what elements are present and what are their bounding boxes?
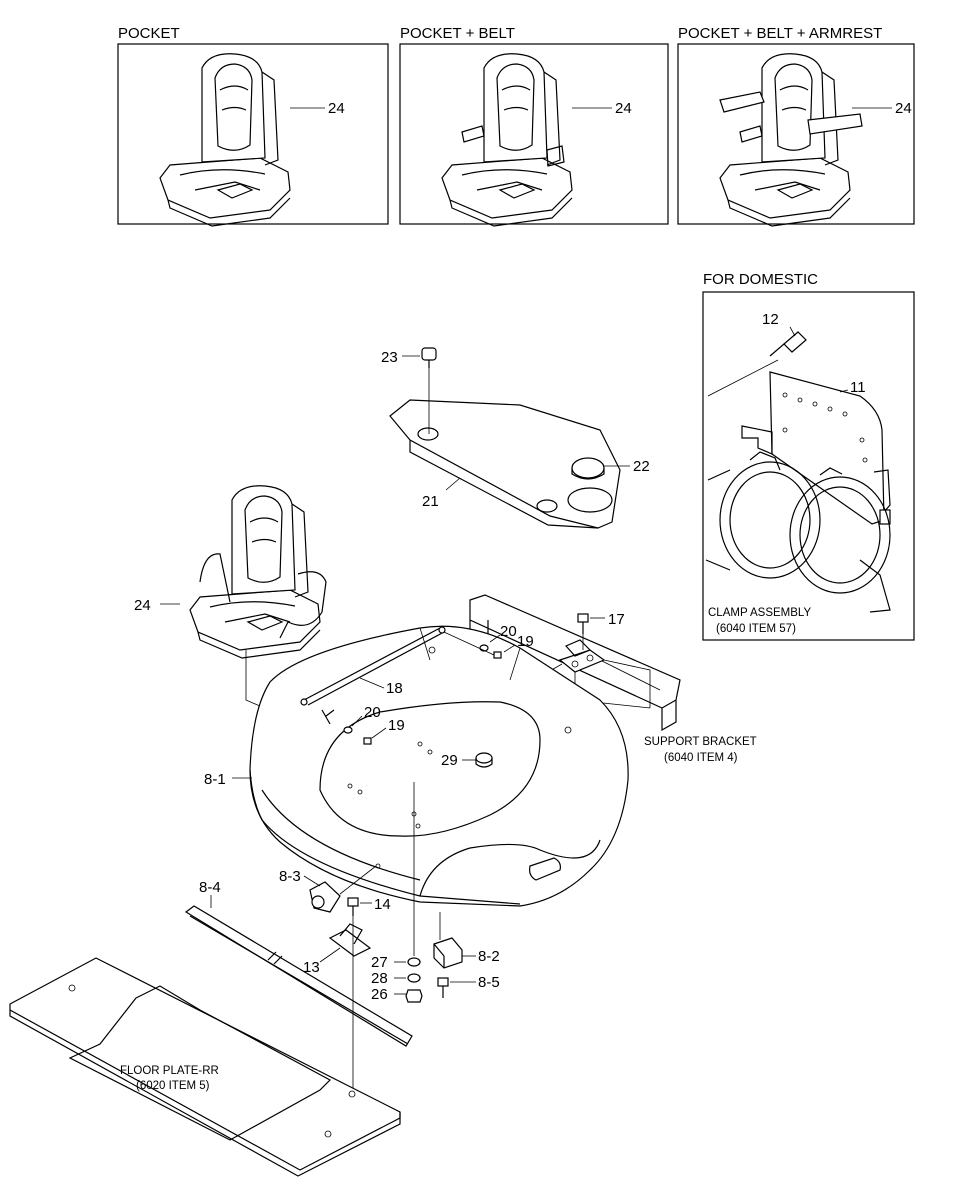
leader-21 [445, 477, 461, 491]
washer-28 [407, 973, 421, 983]
callout-20b: 20 [364, 704, 381, 721]
callout-12: 12 [762, 311, 779, 328]
note-clamp-assembly: CLAMP ASSEMBLY [708, 607, 811, 619]
variant-pocket-belt-frame [399, 43, 669, 225]
leader-18 [359, 677, 385, 689]
callout-17: 17 [608, 611, 625, 628]
callout-14: 14 [374, 896, 391, 913]
cover-plate-21 [389, 399, 621, 529]
bolt-14 [347, 897, 359, 916]
note-support-item: (6040 ITEM 4) [664, 752, 738, 764]
title-pocket-belt-armrest: POCKET + BELT + ARMREST [678, 25, 882, 42]
seal-strip-8-4 [184, 905, 413, 1047]
callout-24b: 24 [615, 100, 632, 117]
hood-8-1 [249, 625, 629, 907]
fastener-20-19-upper [443, 631, 502, 659]
floor-plate-rr [9, 957, 401, 1177]
callout-8-5: 8-5 [478, 974, 500, 991]
callout-18: 18 [386, 680, 403, 697]
bolt-8-5 [437, 977, 449, 998]
plug-22 [571, 457, 605, 480]
callout-29: 29 [441, 752, 458, 769]
gas-spring-18 [300, 626, 446, 706]
clamp-assembly-drawing [705, 451, 891, 613]
for-domestic-detail: FOR DOMESTIC 12 11 CLAMP A [702, 271, 915, 641]
callout-8-1: 8-1 [204, 771, 226, 788]
callout-26: 26 [371, 986, 388, 1003]
bolt-17 [577, 613, 589, 650]
leader-19b [371, 727, 387, 739]
clamp-bracket-11 [741, 371, 891, 525]
callout-24a: 24 [328, 100, 345, 117]
note-floor-plate-item: (6020 ITEM 5) [136, 1080, 210, 1092]
callout-20a: 20 [500, 623, 517, 640]
callout-13: 13 [303, 959, 320, 976]
callout-8-3: 8-3 [279, 868, 301, 885]
bolt-12 [769, 331, 807, 357]
variant-pocket-belt-armrest: POCKET + BELT + ARMREST 24 [677, 25, 915, 227]
leader-19a [503, 644, 516, 653]
plug-29 [475, 752, 493, 768]
callout-27: 27 [371, 954, 388, 971]
callout-8-2: 8-2 [478, 948, 500, 965]
seat-pocket-belt [441, 53, 573, 227]
striker-13 [328, 923, 372, 957]
note-clamp-item: (6040 ITEM 57) [716, 623, 796, 635]
knob-23 [421, 347, 437, 434]
nut-26 [405, 989, 423, 1003]
callout-23: 23 [381, 349, 398, 366]
callout-28: 28 [371, 970, 388, 987]
for-domestic-frame [702, 291, 915, 641]
leader-12 [789, 326, 796, 337]
callout-19a: 19 [517, 633, 534, 650]
leader-13 [319, 947, 341, 963]
leader-8-3 [303, 875, 321, 887]
title-pocket: POCKET [118, 25, 180, 42]
callout-11: 11 [850, 379, 866, 396]
support-bracket [469, 594, 681, 732]
leader-20a [489, 634, 501, 643]
seat-pocket [159, 53, 291, 227]
bracket-8-2 [433, 912, 463, 969]
callout-8-4: 8-4 [199, 879, 221, 896]
leader-11 [839, 389, 849, 393]
variant-pocket-belt: POCKET + BELT 24 [399, 25, 669, 227]
variant-pocket-belt-armrest-frame [677, 43, 915, 225]
title-pocket-belt: POCKET + BELT [400, 25, 515, 42]
callout-24c: 24 [895, 100, 912, 117]
latch-8-3 [309, 865, 377, 913]
callout-19b: 19 [388, 717, 405, 734]
callout-24d: 24 [134, 597, 151, 614]
variant-pocket-frame [117, 43, 389, 225]
fastener-20-19-lower [321, 709, 372, 745]
washer-27 [407, 957, 421, 967]
note-floor-plate: FLOOR PLATE-RR [120, 1065, 219, 1077]
seat-pocket-belt-armrest [719, 53, 863, 227]
leader-12-line [707, 359, 779, 397]
variant-pocket: POCKET 24 [117, 25, 389, 227]
note-support-bracket: SUPPORT BRACKET [644, 736, 757, 748]
leader-20b [351, 715, 363, 727]
callout-21: 21 [422, 493, 439, 510]
title-for-domestic: FOR DOMESTIC [703, 271, 818, 288]
callout-22: 22 [633, 458, 650, 475]
main-seat-24 [189, 485, 327, 659]
